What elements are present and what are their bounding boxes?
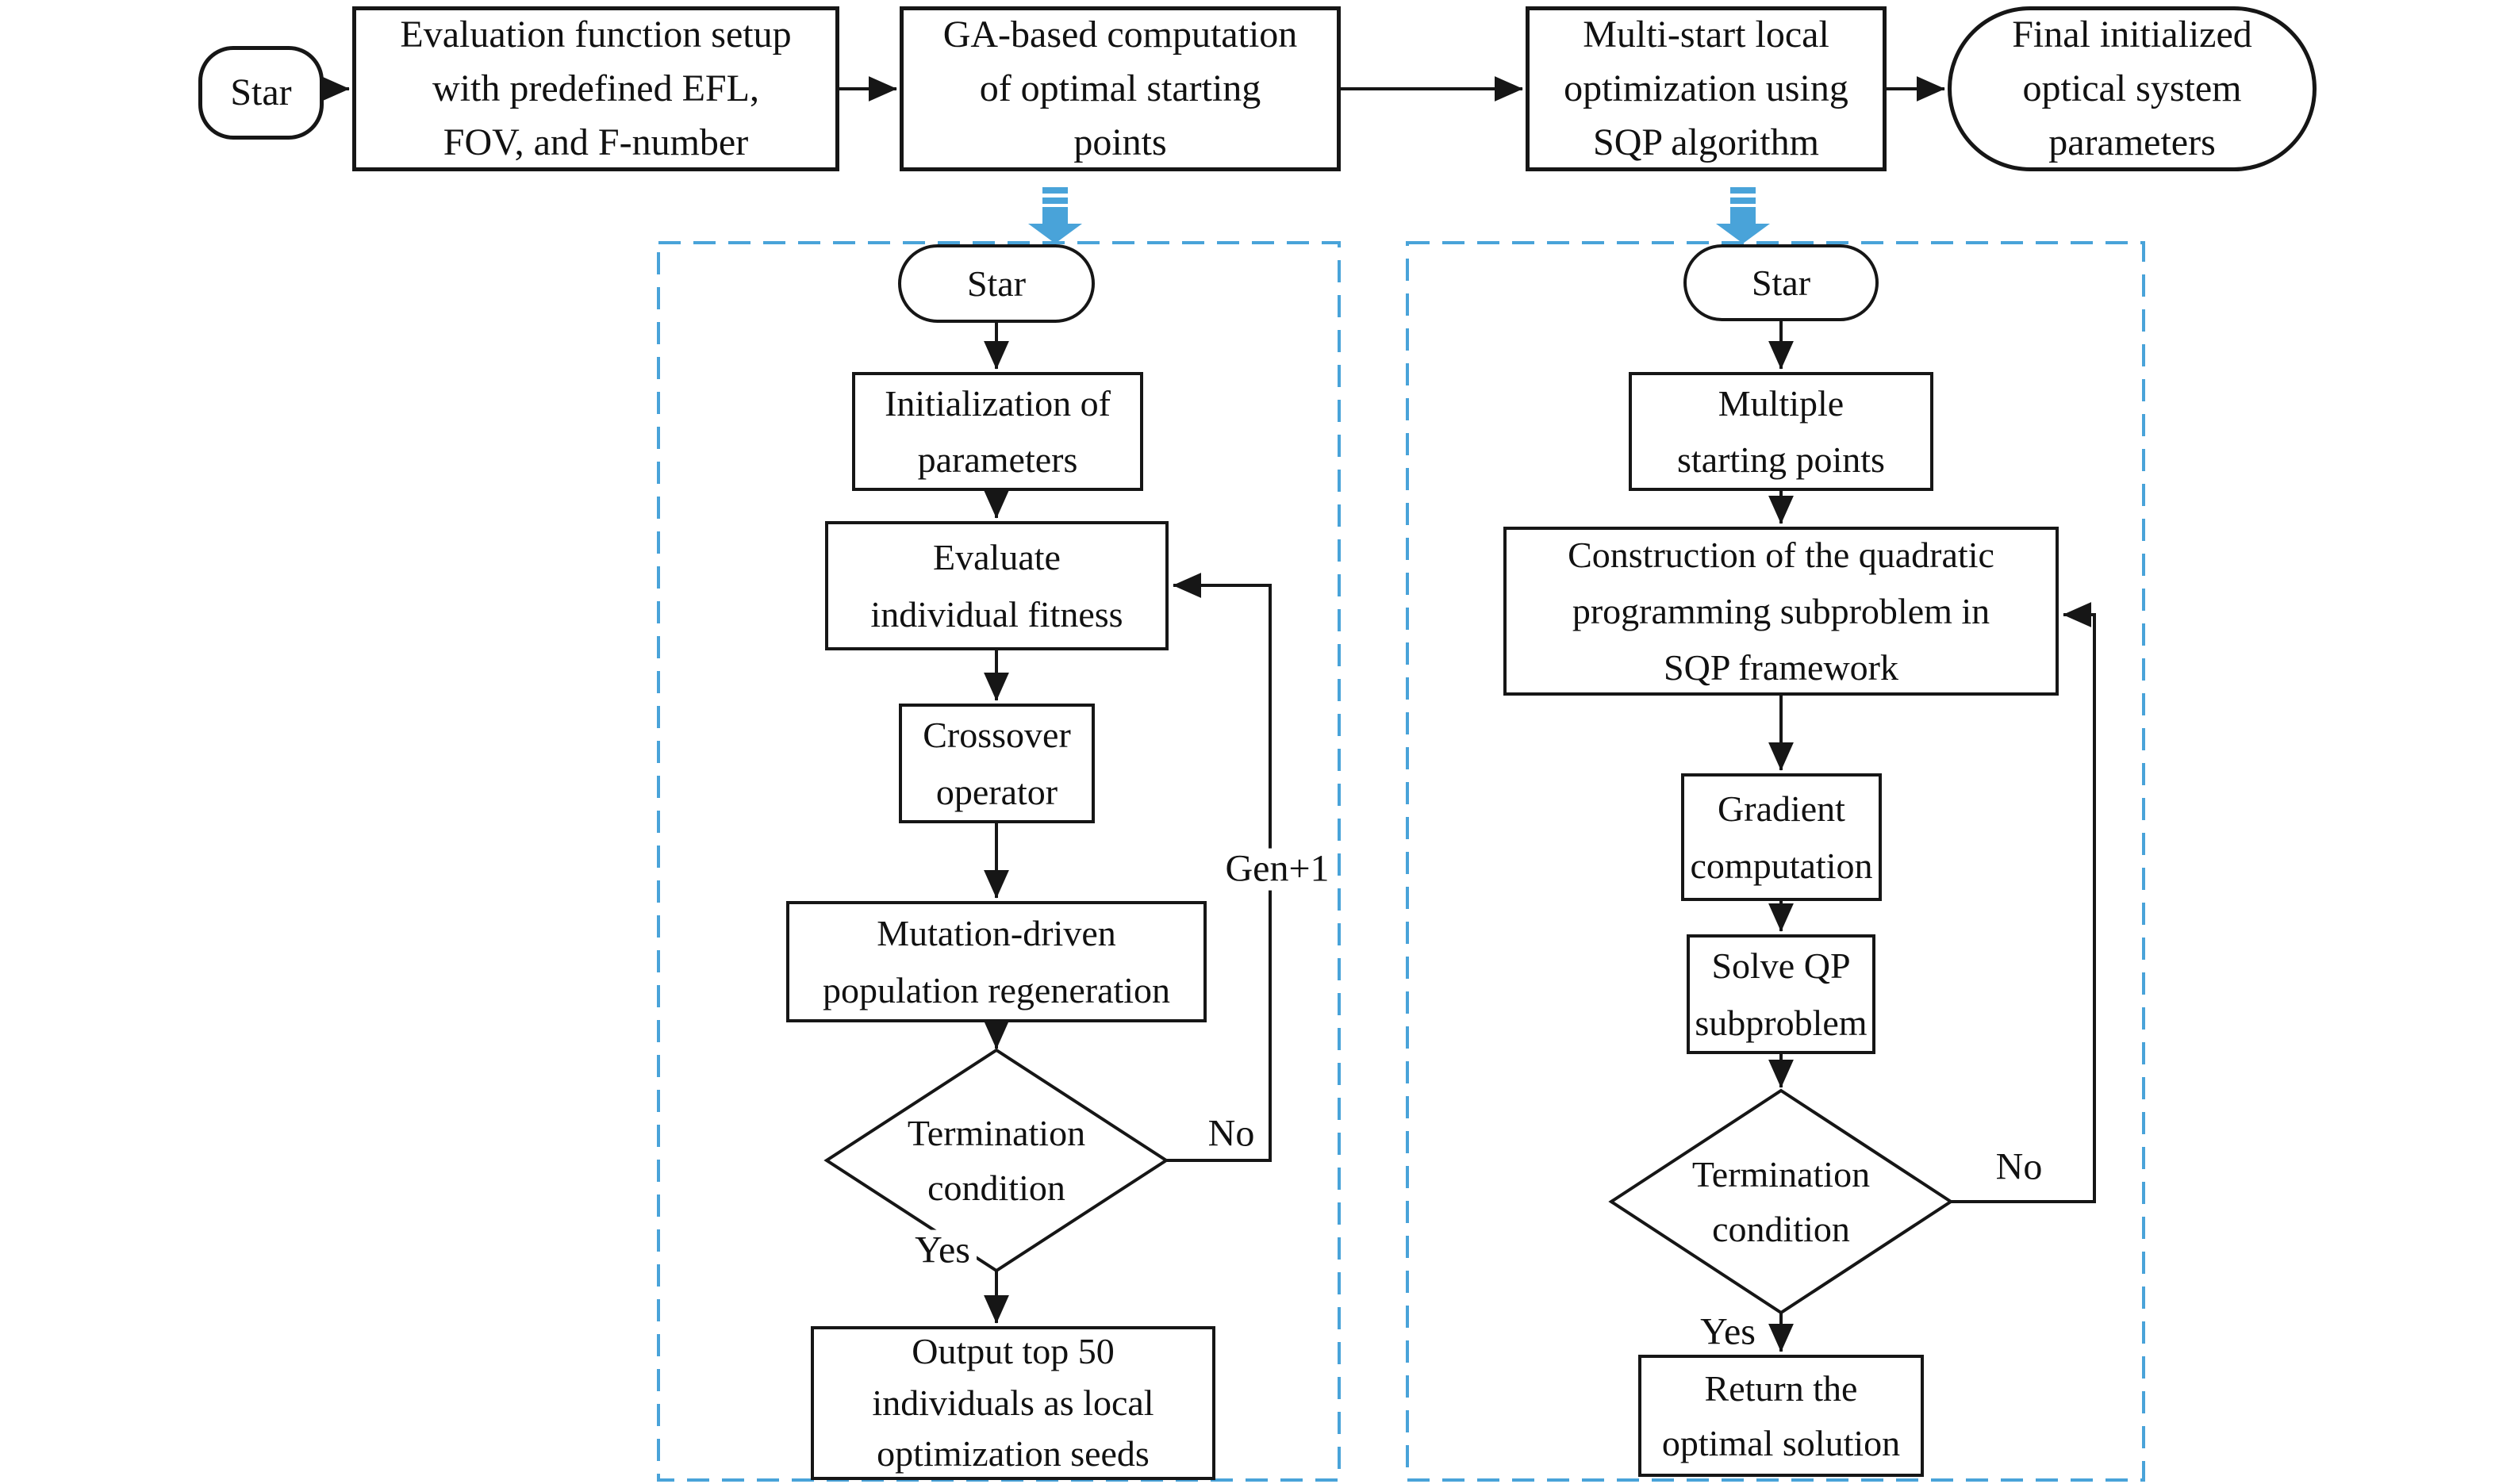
ga-no-label: No	[1201, 1113, 1261, 1156]
ga-start-terminator: Star	[898, 244, 1095, 323]
sqp-yes-label: Yes	[1694, 1311, 1762, 1354]
ga-detail-boundary	[657, 241, 1341, 1482]
ga-termination-label: Termination condition	[907, 1113, 1086, 1208]
ga-gen-plus-one-label: Gen+1	[1219, 848, 1336, 891]
ga-output-step: Output top 50 individuals as local optim…	[811, 1326, 1215, 1480]
sqp-multiple-points-step: Multiple starting points	[1629, 372, 1933, 491]
blue-down-arrow-sqp	[1716, 187, 1770, 243]
sqp-termination-diamond	[1608, 1088, 1954, 1315]
blue-down-arrow-ga	[1028, 187, 1082, 243]
ga-evaluate-fitness-step: Evaluate individual fitness	[825, 521, 1169, 650]
ga-mutation-step: Mutation-driven population regeneration	[786, 901, 1207, 1022]
node-ga-computation: GA-based computation of optimal starting…	[900, 6, 1341, 171]
sqp-no-feedback-arrow	[1951, 602, 2096, 1203]
sqp-gradient-step: Gradient computation	[1681, 773, 1882, 901]
sqp-start-terminator: Star	[1683, 244, 1879, 321]
blue-arrow-stripe	[1042, 187, 1068, 194]
ga-initialization-step: Initialization of parameters	[852, 372, 1143, 491]
sqp-flow-arrows	[1768, 321, 2096, 1352]
blue-arrow-stripe	[1730, 187, 1756, 194]
blue-arrow-body	[1716, 207, 1770, 243]
sqp-return-step: Return the optimal solution	[1638, 1355, 1924, 1477]
blue-arrow-stripe	[1730, 197, 1756, 204]
sqp-solve-qp-step: Solve QP subproblem	[1687, 934, 1875, 1054]
node-multistart-sqp: Multi-start local optimization using SQP…	[1526, 6, 1887, 171]
sqp-no-label: No	[1989, 1146, 2049, 1189]
blue-arrow-body	[1028, 207, 1082, 243]
node-final-parameters: Final initialized optical system paramet…	[1948, 6, 2317, 171]
node-start-terminator: Star	[198, 46, 324, 140]
sqp-termination-label: Termination condition	[1691, 1154, 1871, 1249]
blue-arrow-stripe	[1042, 197, 1068, 204]
ga-yes-label: Yes	[908, 1229, 977, 1272]
sqp-detail-boundary	[1406, 241, 2145, 1482]
sqp-construction-step: Construction of the quadratic programmin…	[1503, 527, 2059, 696]
ga-crossover-step: Crossover operator	[899, 704, 1095, 823]
node-evaluation-setup: Evaluation function setup with predefine…	[352, 6, 839, 171]
ga-termination-diamond	[823, 1048, 1169, 1273]
